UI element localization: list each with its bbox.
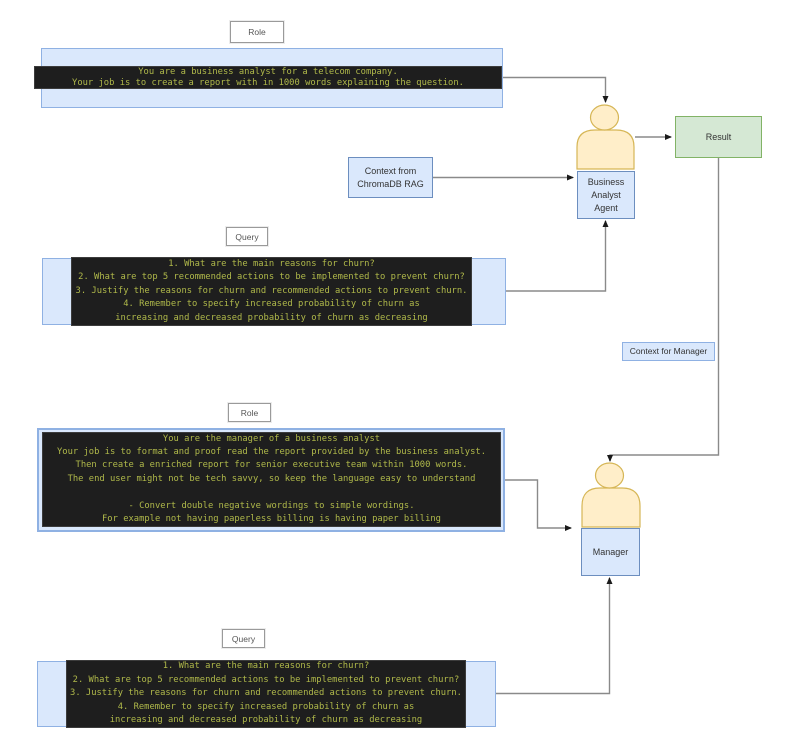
badge-role-analyst-label: Role [248,27,266,37]
badge-role-manager-label: Role [240,407,259,418]
analyst-query-prompt-text: 1. What are the main reasons for churn? … [75,258,468,323]
badge-role-analyst: Role [229,20,285,44]
result-node: Result [675,116,762,158]
manager-person-icon [581,462,641,528]
context-rag-node: Context from ChromaDB RAG [348,157,433,198]
business-analyst-agent-node: Business Analyst Agent [577,171,635,219]
badge-role-manager: Role [227,402,272,423]
manager-node: Manager [581,528,640,576]
manager-query-terminal: 1. What are the main reasons for churn? … [66,660,466,728]
edge-manager-role-to-manager [505,479,572,531]
analyst-role-terminal: You are a business analyst for a telecom… [34,66,502,89]
person-head [589,104,620,131]
context-rag-label: Context from ChromaDB RAG [357,165,424,189]
edge-manager-query-to-manager [496,577,613,695]
badge-query-analyst-label: Query [235,231,259,242]
manager-label: Manager [592,546,629,557]
person-head [594,462,625,489]
edge-analyst-query-to-agent [500,220,609,292]
badge-query-manager-label: Query [231,633,256,644]
context-for-manager-label: Context for Manager [629,346,708,356]
analyst-query-terminal: 1. What are the main reasons for churn? … [71,257,472,326]
person-body [576,129,635,170]
person-body [581,487,641,528]
edge-analyst-role-to-agent [502,76,609,103]
business-analyst-person-icon [576,104,635,170]
business-analyst-agent-label: Business Analyst Agent [587,176,625,213]
manager-role-terminal: You are the manager of a business analys… [42,432,501,527]
badge-query-manager: Query [221,628,266,649]
context-for-manager-node: Context for Manager [622,342,715,361]
analyst-role-prompt-text: You are a business analyst for a telecom… [72,66,464,88]
manager-query-prompt-text: 1. What are the main reasons for churn? … [70,661,462,726]
result-label: Result [705,131,732,142]
manager-role-prompt-text: You are the manager of a business analys… [57,433,486,525]
badge-query-analyst: Query [225,226,269,247]
